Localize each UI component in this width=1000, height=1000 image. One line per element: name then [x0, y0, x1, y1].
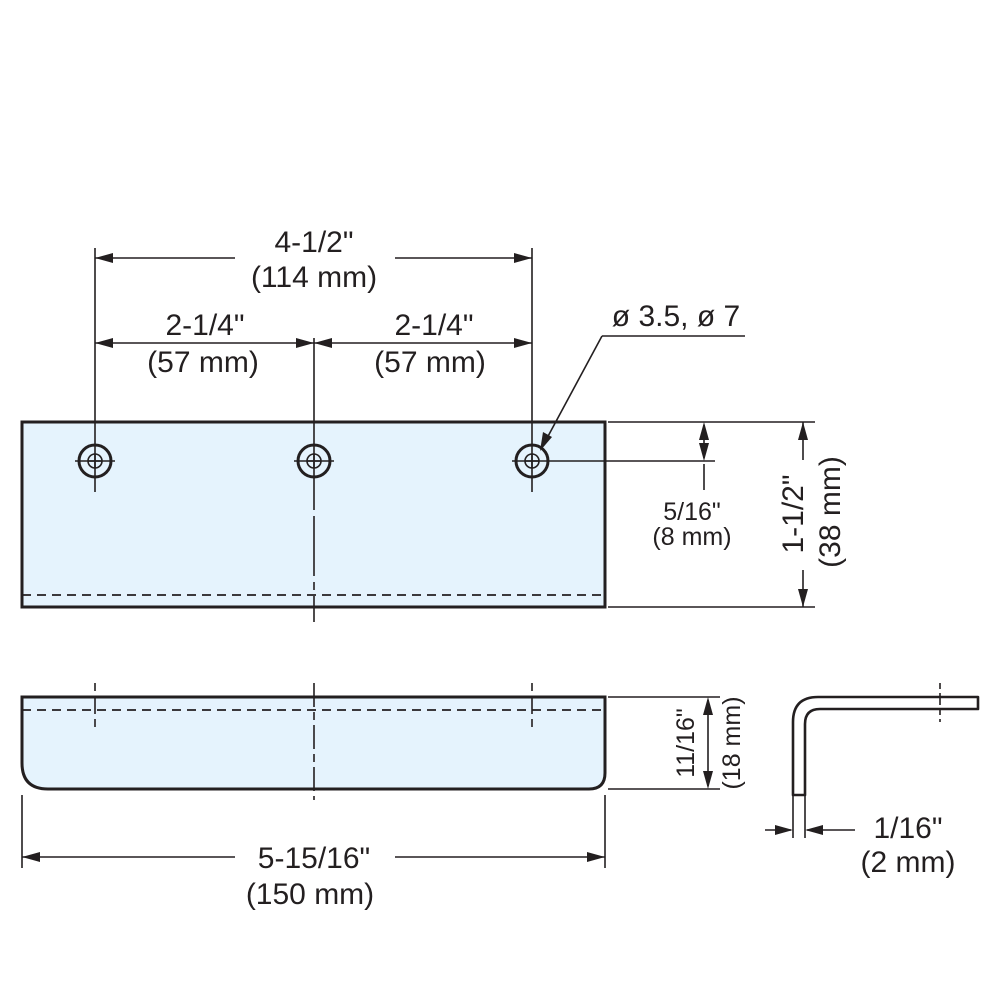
dim-flange-in: 11/16" [672, 708, 700, 778]
dim-hole-span-mm: (114 mm) [251, 261, 377, 294]
hole-1 [75, 443, 115, 479]
front-view: 4-1/2" (114 mm) 2-1/4" (57 mm) 2-1/4" (5… [20, 226, 847, 622]
dim-hole-offset [552, 421, 815, 490]
dim-flange-mm: (18 mm) [718, 696, 746, 789]
dim-length [21, 795, 606, 868]
bottom-view: 11/16" (18 mm) 5-15/16" (150 mm) [20, 683, 746, 911]
dim-half-span-right-mm: (57 mm) [374, 346, 486, 379]
dim-flange [608, 696, 720, 790]
side-profile: 1/16" (2 mm) [765, 683, 980, 879]
hole-2 [294, 443, 334, 479]
bracket-profile [791, 695, 980, 797]
dim-hole-offset-mm: (8 mm) [652, 523, 731, 551]
dim-hole-span-in: 4-1/2" [274, 226, 353, 259]
dim-thickness-in: 1/16" [873, 812, 942, 845]
dim-hole-span [95, 253, 532, 263]
dim-hole-offset-in: 5/16" [663, 498, 721, 526]
dim-half-span-right [314, 338, 532, 348]
dim-length-mm: (150 mm) [246, 878, 374, 911]
dim-length-in: 5-15/16" [258, 842, 370, 875]
dim-half-span-left-mm: (57 mm) [147, 346, 259, 379]
dim-half-span-right-in: 2-1/4" [394, 309, 473, 342]
dim-height-mm: (38 mm) [814, 456, 847, 568]
dim-thickness [765, 825, 855, 835]
dim-height [608, 422, 815, 608]
dim-half-span-left [95, 338, 314, 348]
hole-3 [512, 443, 552, 479]
dim-half-span-left-in: 2-1/4" [165, 309, 244, 342]
dim-height-in: 1-1/2" [777, 474, 810, 553]
dim-thickness-mm: (2 mm) [861, 846, 956, 879]
hole-diameter-leader [540, 335, 745, 451]
hole-diameter-label: ø 3.5, ø 7 [612, 300, 740, 333]
